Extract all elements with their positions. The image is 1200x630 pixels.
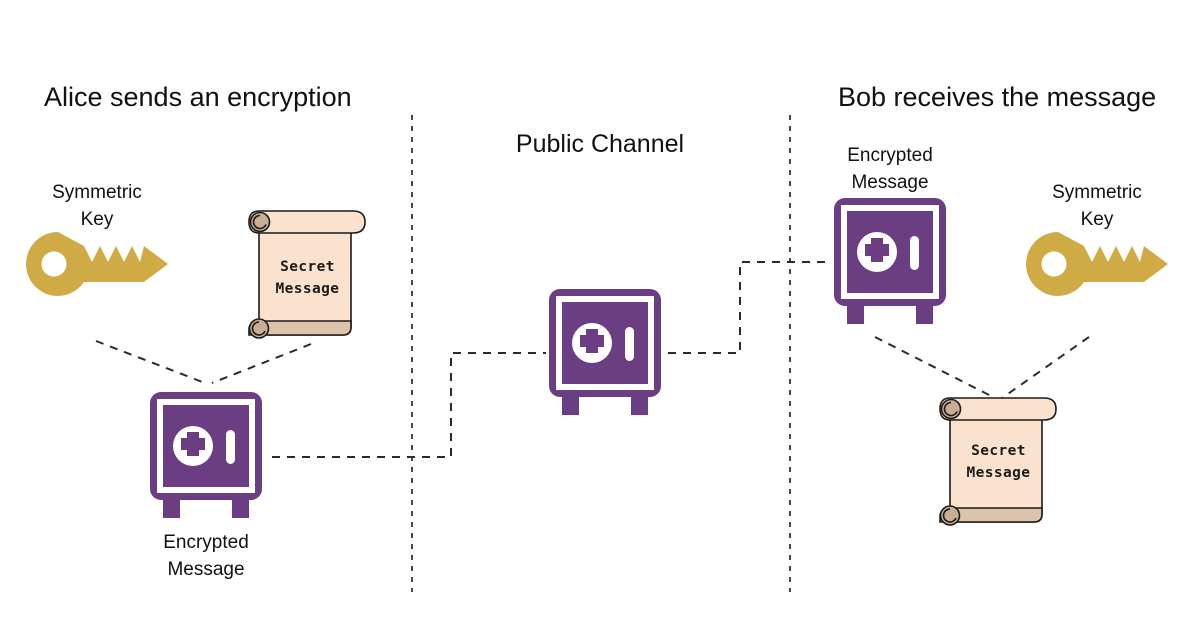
secret-message-text-bob: Secret Message (966, 443, 1031, 482)
public-channel-label: Public Channel (515, 130, 685, 158)
symmetric-key-label-alice: Symmetric Key (52, 182, 142, 230)
secret-message-text-alice: Secret Message (275, 259, 340, 298)
symmetric-key-label-bob: Symmetric Key (1052, 182, 1142, 230)
encrypted-message-label-alice: Encrypted Message (163, 532, 249, 580)
safe-icon-bob (834, 198, 946, 324)
flow-alice-to-channel (272, 352, 546, 458)
key-icon-alice (26, 232, 168, 296)
safe-icon-alice (150, 392, 262, 518)
flow-key-scroll-to-safe (95, 340, 312, 384)
page-title-right: Bob receives the message (838, 82, 1157, 112)
flow-channel-to-bob (668, 261, 832, 354)
page-title-left: Alice sends an encryption (44, 82, 352, 112)
key-icon-bob (1026, 232, 1168, 296)
flow-safe-key-to-scroll (874, 336, 1090, 399)
encrypted-message-label-bob: Encrypted Message (847, 145, 933, 193)
safe-icon-channel (549, 289, 661, 415)
